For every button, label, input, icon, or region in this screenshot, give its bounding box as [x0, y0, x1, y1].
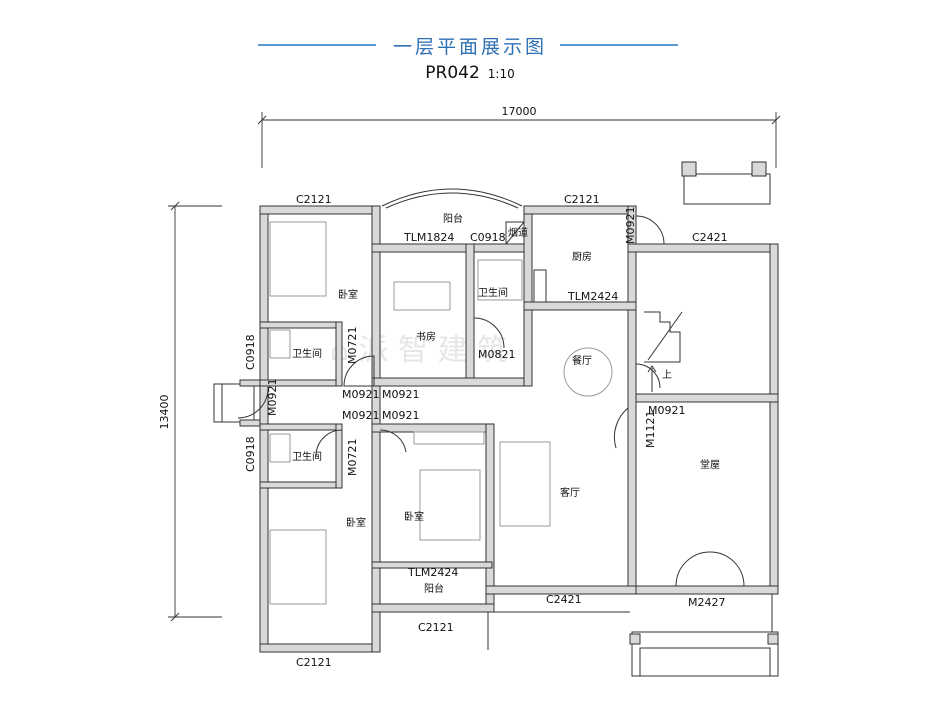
room-bedroom-bl: 卧室	[346, 516, 366, 529]
title-rule-right	[560, 44, 678, 46]
plan-scale: 1:10	[487, 67, 515, 81]
label-m0921-hall-a: M0921	[342, 388, 380, 401]
label-c2121-kitchen: C2121	[564, 193, 600, 206]
room-dining: 餐厅	[572, 354, 592, 367]
rear-porch	[681, 161, 771, 205]
label-c0918-left-a: C0918	[244, 334, 257, 370]
dimension-left: 13400	[158, 201, 222, 622]
height-dimension: 13400	[158, 395, 171, 430]
room-hall: 堂屋	[700, 459, 720, 471]
room-bath-mid: 卫生间	[478, 286, 508, 299]
width-dimension: 17000	[502, 105, 537, 118]
title-rule-left	[258, 44, 376, 46]
room-balcony-top: 阳台	[443, 212, 463, 225]
label-c2121-top: C2121	[296, 193, 332, 206]
plan-code: PR042	[425, 63, 480, 83]
label-m1121: M1121	[644, 411, 657, 449]
label-m0921-hall-d: M0921	[382, 409, 420, 422]
room-living: 客厅	[560, 486, 580, 499]
label-m0821: M0821	[478, 348, 516, 361]
label-m0921-hall-c: M0921	[342, 409, 380, 422]
door-swings	[237, 215, 745, 587]
label-c0918-mid: C0918	[470, 231, 506, 244]
room-bedroom-mid: 卧室	[404, 510, 424, 523]
label-c2421-right: C2421	[692, 231, 728, 244]
label-c2421-bottom: C2421	[546, 593, 582, 606]
balcony-arch-inner	[385, 192, 519, 209]
label-tlm1824: TLM1824	[403, 231, 454, 244]
label-m0721-top: M0721	[346, 327, 359, 365]
label-tlm2424-dining: TLM2424	[567, 290, 618, 303]
balcony-arch	[381, 188, 523, 207]
flue-box	[505, 221, 525, 245]
label-m0921-left: M0921	[266, 379, 279, 417]
room-study: 书房	[416, 330, 436, 343]
label-m0721-bottom: M0721	[346, 439, 359, 477]
label-tlm2424-balcony: TLM2424	[407, 566, 458, 579]
staircase	[644, 311, 683, 392]
label-m0921-hall-b: M0921	[382, 388, 420, 401]
label-c2121-bottom: C2121	[296, 656, 332, 669]
room-bedroom-top: 卧室	[338, 288, 358, 301]
page-title: 一层平面展示图	[392, 36, 547, 58]
walls	[259, 205, 779, 653]
label-c2121-balcony: C2121	[418, 621, 454, 634]
porch	[487, 594, 779, 677]
room-flue: 烟道	[508, 226, 528, 239]
label-m0921-stair: M0921	[648, 404, 686, 417]
kitchen-counter	[533, 269, 547, 303]
room-bath-left2: 卫生间	[292, 450, 322, 463]
watermark: ⌂ 派 智 建 筑	[330, 333, 507, 368]
plan-subtitle: PR042 1:10	[0, 63, 940, 83]
title-bar: 一层平面展示图	[0, 30, 940, 60]
dimension-top: 17000	[257, 105, 781, 168]
stair-up-label: 上	[662, 369, 672, 381]
room-balcony-bottom: 阳台	[424, 582, 444, 595]
side-steps	[213, 379, 261, 427]
room-kitchen: 厨房	[572, 250, 592, 263]
label-m0921-kitchen: M0921	[624, 207, 637, 245]
label-c0918-left-b: C0918	[244, 436, 257, 472]
furniture	[269, 221, 613, 605]
label-m2427: M2427	[688, 596, 726, 609]
room-bath-top: 卫生间	[292, 347, 322, 360]
